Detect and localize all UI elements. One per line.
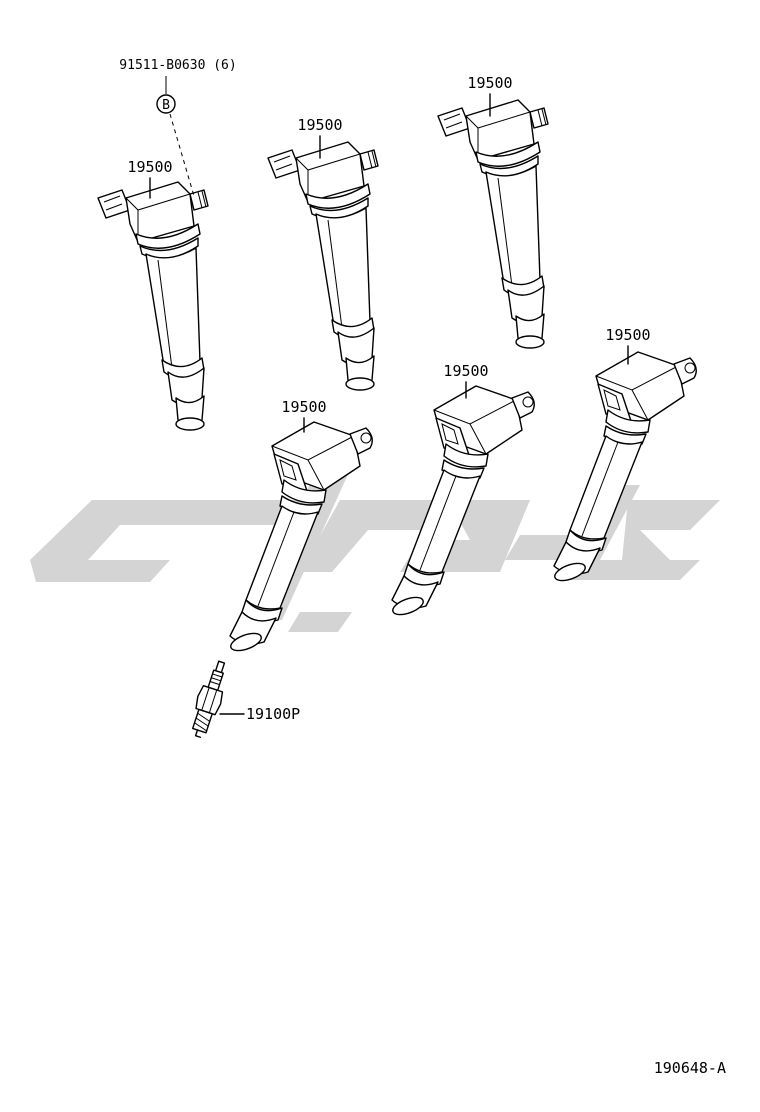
diagram-id: 190648-A xyxy=(654,1059,726,1077)
ignition-coil-3: 19500 xyxy=(437,74,549,349)
spark-plug: 19100P xyxy=(191,660,300,738)
bolt-marker-letter: B xyxy=(162,98,170,113)
ignition-coil-1: 19500 xyxy=(97,158,209,431)
coil-1-part-number: 19500 xyxy=(127,158,172,176)
coil-6-part-number: 19500 xyxy=(605,326,650,344)
coil-2-part-number: 19500 xyxy=(297,116,342,134)
coil-5-part-number: 19500 xyxy=(443,362,488,380)
ignition-coil-5: 19500 xyxy=(389,362,535,619)
spark-plug-part-number: 19100P xyxy=(246,705,300,723)
bolt-marker-circle xyxy=(156,94,176,114)
bolt-part-number: 91511-B0630 (6) xyxy=(119,58,236,73)
coil-3-part-number: 19500 xyxy=(467,74,512,92)
bolt-callout: 91511-B0630 (6) B xyxy=(119,58,237,197)
ignition-coil-2: 19500 xyxy=(267,116,379,391)
bolt-dashed-leader xyxy=(169,113,195,197)
coil-4-part-number: 19500 xyxy=(281,398,326,416)
ignition-coil-4: 19500 xyxy=(227,398,373,655)
ignition-coil-6: 19500 xyxy=(551,326,697,585)
